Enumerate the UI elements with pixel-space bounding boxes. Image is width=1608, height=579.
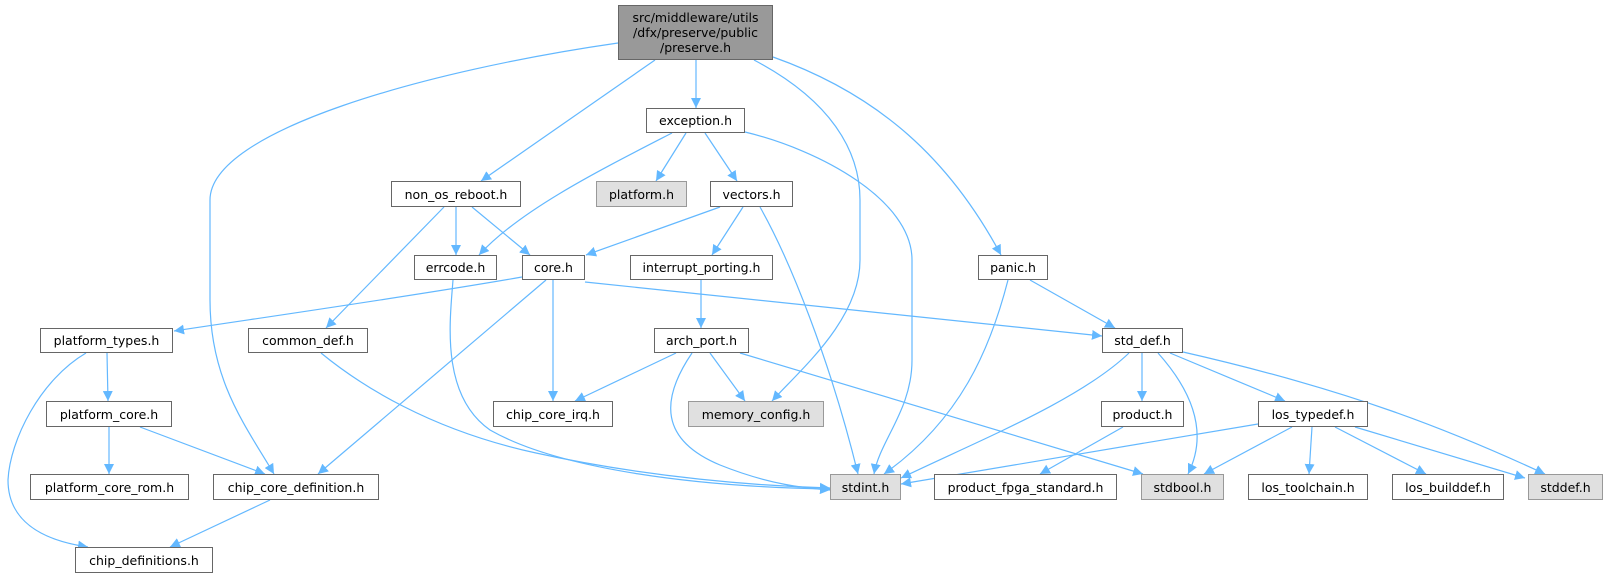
edge-los-typedef-to-stdbool xyxy=(1203,426,1293,475)
node-common-def-h[interactable]: common_def.h xyxy=(248,328,368,353)
edge-vectors-to-interrupt-porting xyxy=(711,206,744,256)
node-label: chip_definitions.h xyxy=(89,552,199,568)
edge-arch-port-to-stdint xyxy=(670,352,831,495)
node-arch-port-h[interactable]: arch_port.h xyxy=(654,328,749,353)
edge-std-def-to-stddef xyxy=(1182,351,1546,475)
node-product-h[interactable]: product.h xyxy=(1101,401,1184,427)
node-label: platform.h xyxy=(608,186,674,202)
node-label: vectors.h xyxy=(722,186,781,202)
root-label-line-3: /preserve.h xyxy=(659,40,732,55)
edge-preserve-to-memory-config xyxy=(753,59,861,402)
node-stdbool-h: stdbool.h xyxy=(1141,474,1224,500)
edge-vectors-to-core xyxy=(585,206,721,257)
node-label: errcode.h xyxy=(425,260,486,275)
node-los-typedef-h[interactable]: los_typedef.h xyxy=(1258,401,1368,427)
node-memory-config-h: memory_config.h xyxy=(688,401,824,427)
node-interrupt-porting-h[interactable]: interrupt_porting.h xyxy=(630,255,773,280)
edge-los-typedef-to-los-builddef xyxy=(1334,426,1427,475)
node-label: los_builddef.h xyxy=(1405,479,1491,495)
edge-exception-to-vectors xyxy=(704,132,738,182)
node-label: panic.h xyxy=(990,260,1036,275)
edge-exception-to-errcode xyxy=(478,132,673,256)
edge-chip-core-definition-to-chip-definitions xyxy=(169,499,271,548)
node-label: common_def.h xyxy=(262,333,354,348)
node-vectors-h[interactable]: vectors.h xyxy=(710,181,793,207)
node-chip-definitions-h[interactable]: chip_definitions.h xyxy=(75,547,213,573)
edge-preserve-to-panic xyxy=(772,56,1002,256)
edge-common-def-to-stdint xyxy=(320,352,831,493)
node-platform-types-h[interactable]: platform_types.h xyxy=(40,328,173,353)
node-label: platform_core.h xyxy=(59,406,159,422)
node-non-os-reboot-h[interactable]: non_os_reboot.h xyxy=(391,181,521,207)
root-label-line-1: src/middleware/utils xyxy=(632,10,759,25)
root-label-line-2: /dfx/preserve/public xyxy=(633,25,758,40)
edge-core-to-chip-core-definition xyxy=(317,279,547,475)
node-label: chip_core_definition.h xyxy=(227,479,365,495)
node-core-h[interactable]: core.h xyxy=(522,255,585,280)
node-product-fpga-standard-h[interactable]: product_fpga_standard.h xyxy=(934,474,1117,500)
edge-arch-port-to-memory-config xyxy=(709,352,746,402)
node-std-def-h[interactable]: std_def.h xyxy=(1102,328,1183,353)
node-label: stdbool.h xyxy=(1153,479,1212,495)
edge-preserve-to-non-os-reboot xyxy=(480,59,656,182)
node-stdint-h: stdint.h xyxy=(830,474,901,500)
edge-non-os-reboot-to-common-def xyxy=(325,206,445,329)
edge-non-os-reboot-to-core xyxy=(471,206,531,256)
edge-los-typedef-to-stddef xyxy=(1354,426,1526,480)
node-label: chip_core_irq.h xyxy=(505,406,600,422)
edge-exception-to-stdint xyxy=(744,131,913,475)
edge-std-def-to-stdint xyxy=(900,352,1130,479)
edge-std-def-to-stdbool xyxy=(1157,352,1198,475)
node-platform-h: platform.h xyxy=(596,181,687,207)
edge-product-to-product-fpga-standard xyxy=(1039,426,1124,475)
edge-platform-core-to-chip-core-definition xyxy=(139,426,266,476)
node-chip-core-irq-h[interactable]: chip_core_irq.h xyxy=(493,401,613,427)
edge-preserve-to-chip-core-definition xyxy=(209,42,619,475)
edge-arch-port-to-chip-core-irq xyxy=(574,352,677,402)
node-chip-core-definition-h[interactable]: chip_core_definition.h xyxy=(213,474,379,500)
edge-panic-to-std-def xyxy=(1029,279,1116,329)
node-label: arch_port.h xyxy=(665,333,738,348)
node-los-toolchain-h[interactable]: los_toolchain.h xyxy=(1248,474,1368,500)
node-errcode-h[interactable]: errcode.h xyxy=(414,255,497,280)
node-platform-core-h[interactable]: platform_core.h xyxy=(46,401,172,427)
node-label: stdint.h xyxy=(841,479,890,495)
edge-std-def-to-los-typedef xyxy=(1169,352,1286,402)
edge-core-to-std-def xyxy=(584,281,1103,340)
node-label: platform_core_rom.h xyxy=(44,479,175,495)
edge-platform-types-to-chip-definitions xyxy=(7,352,89,551)
node-platform-core-rom-h[interactable]: platform_core_rom.h xyxy=(30,474,189,500)
edge-panic-to-stdint xyxy=(883,279,1009,475)
node-exception-h[interactable]: exception.h xyxy=(646,108,745,133)
node-los-builddef-h[interactable]: los_builddef.h xyxy=(1392,474,1504,500)
node-panic-h[interactable]: panic.h xyxy=(978,255,1048,280)
node-label: std_def.h xyxy=(1114,333,1171,348)
edge-los-typedef-to-los-toolchain xyxy=(1304,426,1315,475)
node-label: product.h xyxy=(1112,406,1173,422)
node-label: product_fpga_standard.h xyxy=(947,479,1104,495)
node-label: los_typedef.h xyxy=(1271,406,1355,422)
node-label: core.h xyxy=(534,260,573,275)
node-label: exception.h xyxy=(659,113,732,128)
edge-errcode-to-stdint xyxy=(449,279,831,494)
node-label: los_toolchain.h xyxy=(1261,479,1355,495)
node-label: interrupt_porting.h xyxy=(642,260,761,275)
node-label: non_os_reboot.h xyxy=(404,186,508,202)
node-label: stddef.h xyxy=(1540,479,1591,495)
node-stddef-h: stddef.h xyxy=(1528,474,1603,500)
edge-core-to-platform-types xyxy=(173,276,523,335)
edge-platform-types-to-platform-core xyxy=(102,352,113,402)
edge-vectors-to-stdint xyxy=(759,206,861,475)
node-label: memory_config.h xyxy=(701,406,811,422)
node-label: platform_types.h xyxy=(53,333,160,348)
node-preserve-h[interactable]: src/middleware/utils /dfx/preserve/publi… xyxy=(618,5,773,60)
edge-exception-to-platform xyxy=(655,132,687,182)
